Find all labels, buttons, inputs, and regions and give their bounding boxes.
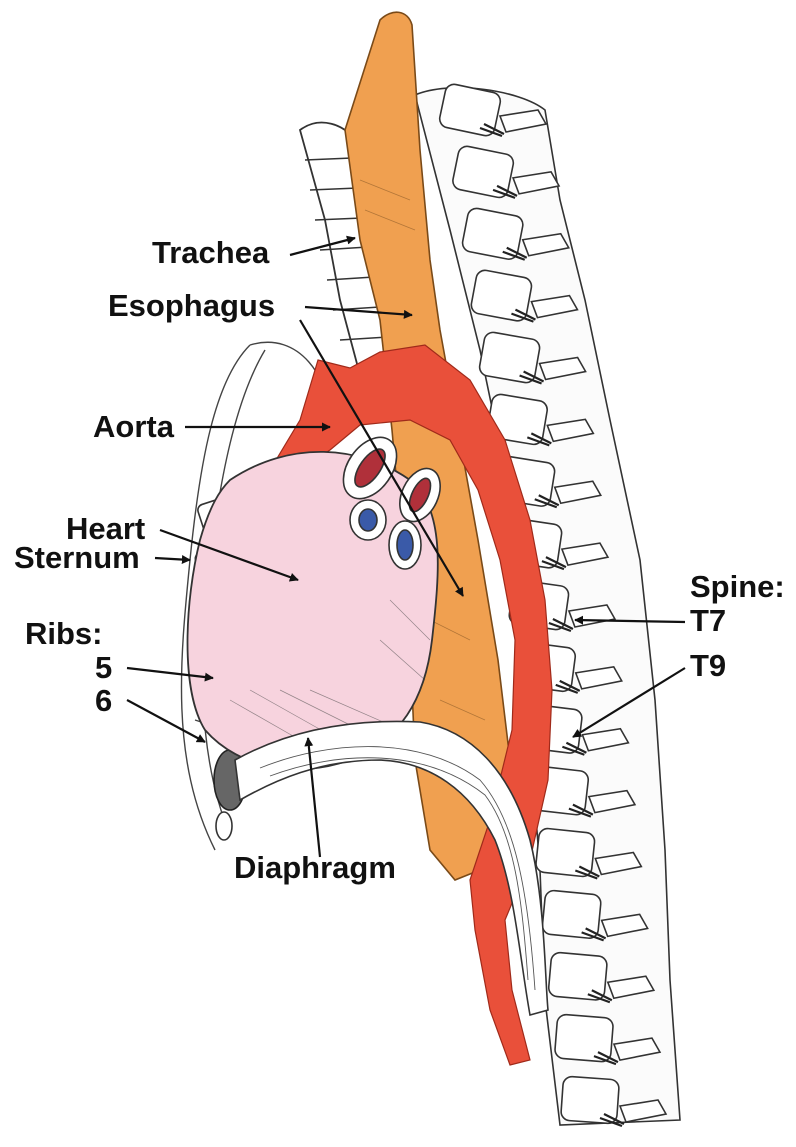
sternum-arrow: [155, 558, 190, 560]
ribs-title-label: Ribs:: [25, 618, 103, 649]
rib-5-label: 5: [95, 652, 112, 683]
diaphragm-label: Diaphragm: [234, 852, 396, 883]
rib6-arrow: [127, 700, 205, 742]
sternum-label: Sternum: [14, 542, 140, 573]
rib-6-label: 6: [95, 685, 112, 716]
spine-t7-label: T7: [690, 605, 726, 636]
spine-t9-label: T9: [690, 650, 726, 681]
esophagus-label: Esophagus: [108, 290, 275, 321]
trachea-label: Trachea: [152, 237, 269, 268]
spine-title-label: Spine:: [690, 571, 785, 602]
aorta-label: Aorta: [93, 411, 174, 442]
